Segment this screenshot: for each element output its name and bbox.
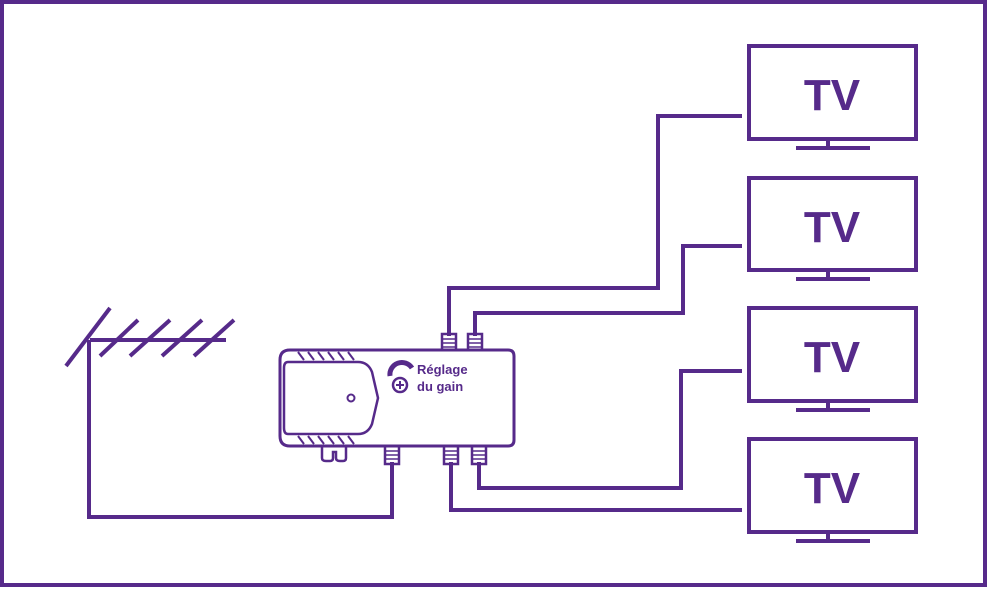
tv-label: TV	[804, 464, 861, 513]
tv-label: TV	[804, 71, 861, 120]
tv-1: TV	[747, 44, 918, 150]
tv-label: TV	[804, 203, 861, 252]
mounting-tab	[320, 446, 348, 463]
antenna-icon	[64, 306, 236, 368]
bottom-connector-3	[442, 444, 460, 466]
tv-2: TV	[747, 176, 918, 281]
screw-hole	[346, 393, 356, 403]
cable-tv-3	[477, 369, 742, 490]
cable-tv-4	[449, 462, 742, 512]
gain-label-line2: du gain	[417, 379, 463, 394]
bottom-connector-input	[383, 444, 401, 466]
gain-dial-icon	[387, 360, 415, 394]
ridges-bottom	[297, 435, 355, 445]
cable-tv-2	[473, 244, 742, 336]
tv-label: TV	[804, 333, 861, 382]
tv-3: TV	[747, 306, 918, 412]
tv-icon	[747, 306, 918, 403]
antenna-cable	[87, 340, 394, 519]
tv-icon	[747, 176, 918, 272]
amplifier	[278, 332, 516, 466]
gain-label-line1: Réglage	[417, 362, 468, 377]
tv-4: TV	[747, 437, 918, 543]
ridges-top	[297, 351, 355, 361]
tv-icon	[747, 44, 918, 141]
bottom-connector-4	[470, 444, 488, 466]
cable-tv-1	[447, 114, 742, 336]
amplifier-cover	[282, 360, 380, 436]
tv-icon	[747, 437, 918, 534]
